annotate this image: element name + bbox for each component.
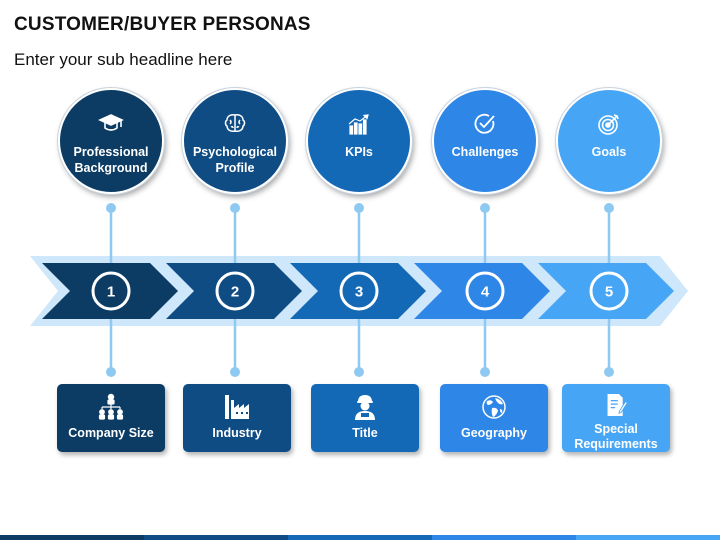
step-number-5: 5	[589, 271, 629, 311]
step-number-1-text: 1	[107, 284, 115, 301]
worker-icon	[355, 395, 375, 420]
page-subtitle: Enter your sub headline here	[14, 50, 233, 69]
persona-circle-goals: Goals	[556, 88, 662, 194]
globe-icon	[482, 395, 506, 419]
bar-chart-icon	[348, 114, 369, 135]
persona-label-professional-background: Professional Background	[73, 145, 149, 175]
step-number-5-text: 5	[605, 284, 613, 301]
org-chart-icon	[98, 393, 124, 420]
step-number-2: 2	[215, 271, 255, 311]
attribute-label-geography: Geography	[461, 426, 527, 440]
attribute-label-special-requirements: Special Requirements	[574, 422, 658, 451]
page-title: CUSTOMER/BUYER PERSONAS	[14, 14, 311, 35]
factory-icon	[225, 395, 249, 419]
target-icon	[598, 114, 619, 135]
connector-dots	[106, 203, 614, 377]
step-number-3: 3	[339, 271, 379, 311]
brain-icon	[224, 114, 246, 132]
step-number-1: 1	[91, 271, 131, 311]
persona-circle-kpis: KPIs	[306, 88, 412, 194]
persona-label-kpis: KPIs	[345, 145, 373, 159]
attribute-label-company-size: Company Size	[68, 426, 154, 440]
persona-circle-challenges: Challenges	[432, 88, 538, 194]
persona-label-goals: Goals	[591, 145, 627, 159]
attribute-box-industry: Industry	[183, 384, 291, 452]
persona-label-challenges: Challenges	[451, 145, 519, 159]
attribute-box-geography: Geography	[440, 384, 548, 452]
persona-circle-psychological-profile: Psychological Profile	[182, 88, 288, 194]
check-badge-icon	[474, 113, 495, 134]
step-number-4: 4	[465, 271, 505, 311]
persona-label-psychological-profile: Psychological Profile	[192, 145, 278, 175]
step-number-3-text: 3	[355, 284, 363, 301]
attribute-box-special-requirements: Special Requirements	[562, 384, 670, 452]
step-number-2-text: 2	[231, 284, 239, 301]
document-edit-icon	[607, 393, 628, 417]
attribute-label-industry: Industry	[212, 426, 262, 440]
graduation-cap-icon	[98, 114, 124, 131]
attribute-box-company-size: Company Size	[57, 384, 165, 452]
persona-circle-professional-background: Professional Background	[58, 88, 164, 194]
attribute-box-title: Title	[311, 384, 419, 452]
attribute-label-title: Title	[352, 426, 378, 440]
footer-color-strip	[0, 535, 720, 540]
step-number-4-text: 4	[481, 284, 490, 301]
